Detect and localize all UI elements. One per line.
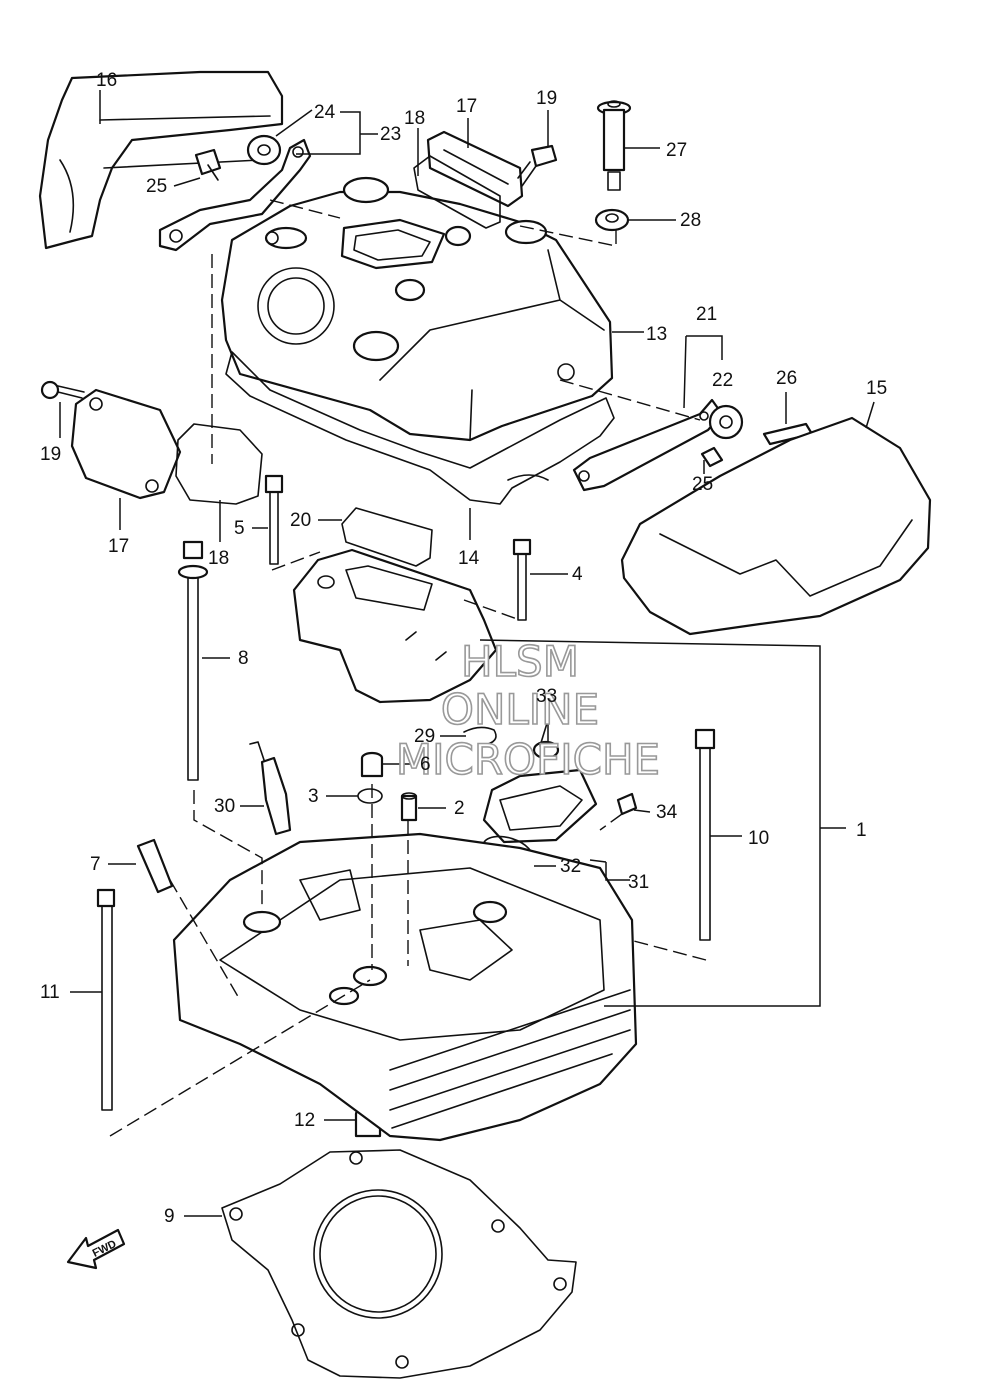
label-17-left: 17 — [108, 536, 129, 557]
head-gasket-9 — [221, 1149, 577, 1379]
screw-34 — [616, 792, 638, 816]
plate-17-top — [426, 130, 524, 208]
svg-text:MICROFICHE: MICROFICHE — [396, 735, 660, 784]
bolt-19-top — [517, 144, 558, 187]
label-16: 16 — [96, 70, 117, 91]
label-24: 24 — [314, 102, 336, 123]
bolt-8 — [177, 540, 209, 781]
bolt-25-left — [194, 148, 222, 181]
stud-7 — [136, 838, 174, 894]
label-9: 9 — [164, 1206, 175, 1227]
label-18-top: 18 — [404, 108, 425, 129]
bolt-5 — [264, 474, 284, 565]
svg-text:HLSM: HLSM — [461, 637, 579, 686]
label-1: 1 — [856, 820, 867, 841]
label-15: 15 — [866, 378, 887, 399]
label-22: 22 — [712, 370, 733, 391]
label-8: 8 — [238, 648, 249, 669]
grommet-28 — [594, 208, 630, 232]
intake-pipe-31 — [482, 768, 598, 844]
bracket-23 — [158, 138, 312, 252]
label-33: 33 — [536, 686, 557, 707]
part-labels: 16 24 23 25 18 17 19 27 28 13 21 22 26 1… — [40, 70, 887, 1227]
svg-text:ONLINE: ONLINE — [441, 685, 599, 734]
label-18-left: 18 — [208, 548, 229, 569]
label-25-left: 25 — [146, 176, 167, 197]
label-6: 6 — [420, 754, 431, 775]
dowel-2 — [400, 792, 418, 822]
cover-gasket-14 — [225, 351, 615, 505]
intake-holder — [292, 548, 498, 704]
bolt-11 — [96, 888, 116, 1111]
label-19-top: 19 — [536, 88, 557, 109]
watermark: HLSM ONLINE MICROFICHE — [395, 636, 661, 785]
label-30: 30 — [214, 796, 235, 817]
clamp-33 — [532, 719, 560, 760]
label-27: 27 — [666, 140, 687, 161]
label-20: 20 — [290, 510, 311, 531]
label-29: 29 — [414, 726, 435, 747]
gasket-20 — [341, 507, 433, 567]
leader-lines — [59, 90, 875, 1217]
label-26: 26 — [776, 368, 797, 389]
label-10: 10 — [748, 828, 769, 849]
oring-3 — [357, 788, 383, 804]
grommet-24 — [246, 134, 282, 166]
label-25-right: 25 — [692, 474, 713, 495]
label-23: 23 — [380, 124, 401, 145]
gasket-18-top — [413, 155, 501, 229]
label-5: 5 — [234, 518, 245, 539]
label-11: 11 — [40, 982, 60, 1003]
grommet-22 — [708, 404, 744, 440]
label-28: 28 — [680, 210, 701, 231]
label-2: 2 — [454, 798, 465, 819]
label-32: 32 — [560, 856, 581, 877]
head-cover-13 — [220, 176, 614, 442]
bolt-4 — [512, 538, 532, 621]
plate-17-left — [70, 388, 182, 500]
dowel-6 — [360, 751, 384, 778]
label-4: 4 — [572, 564, 583, 585]
bolt-27 — [596, 100, 632, 191]
label-34: 34 — [656, 802, 678, 823]
label-14: 14 — [458, 548, 480, 569]
clip-29 — [463, 726, 497, 745]
gasket-18-left — [175, 423, 263, 505]
assembly-lines — [109, 199, 707, 1137]
spark-plug-30 — [249, 741, 292, 836]
bolt-25-right — [700, 446, 724, 468]
side-cover-right — [620, 416, 932, 636]
label-17-top: 17 — [456, 96, 477, 117]
label-31: 31 — [628, 872, 649, 893]
label-13: 13 — [646, 324, 667, 345]
bolt-19-left — [40, 380, 85, 400]
label-12: 12 — [294, 1110, 315, 1131]
fwd-arrow: FWD — [66, 1228, 126, 1270]
label-19-left: 19 — [40, 444, 61, 465]
side-cover-left — [38, 70, 284, 250]
cylinder-head-1 — [172, 832, 638, 1142]
bolt-10 — [694, 728, 716, 941]
label-21: 21 — [696, 304, 717, 325]
label-7: 7 — [90, 854, 101, 875]
label-3: 3 — [308, 786, 319, 807]
